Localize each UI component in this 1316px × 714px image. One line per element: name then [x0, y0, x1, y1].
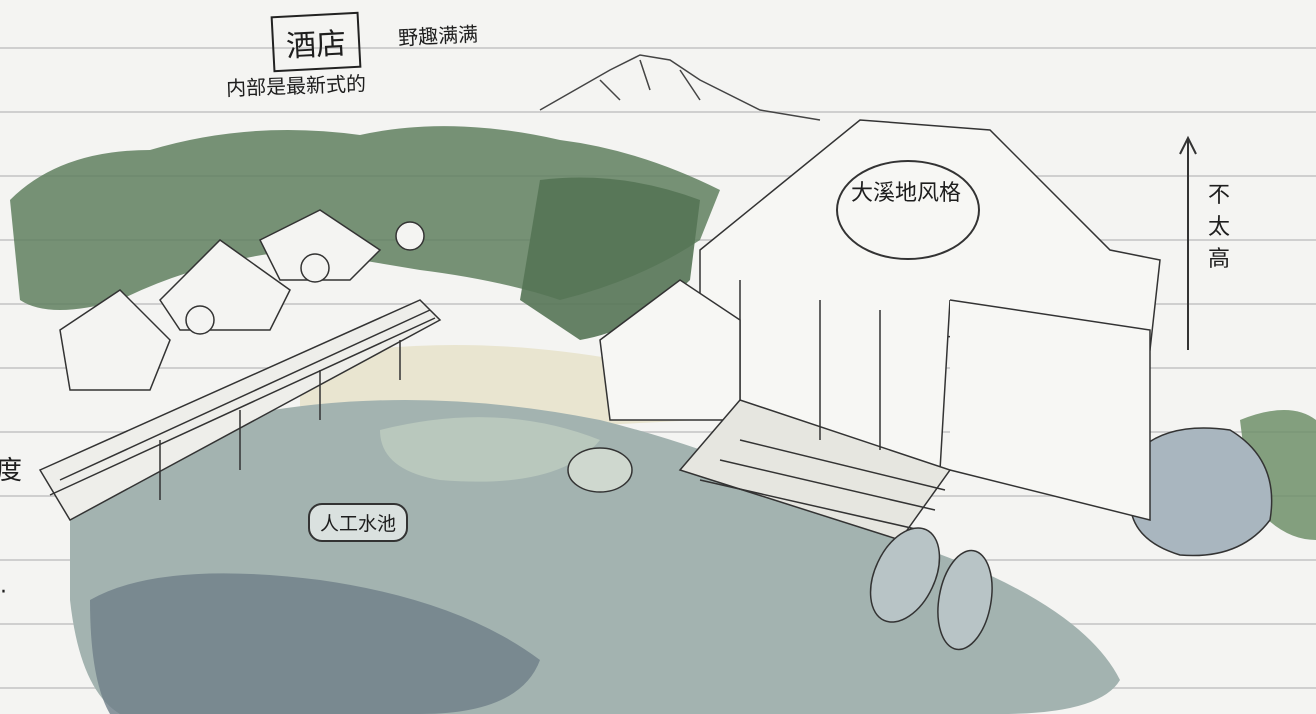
foliage: [10, 126, 1316, 540]
style-bubble: [836, 160, 980, 260]
pond: [70, 400, 1273, 714]
boardwalk: [38, 299, 442, 522]
height-note: 不太高: [1207, 183, 1230, 272]
edge-fragment-dot: ·: [0, 580, 7, 605]
style-bubble-text: 大溪地风格: [850, 181, 961, 206]
hotel-title-box: 酒店: [270, 11, 362, 73]
interior-note: 内部是最新式的: [225, 71, 367, 101]
edge-fragment-text: 度: [0, 456, 23, 486]
subtitle-note: 野趣满满: [397, 21, 479, 51]
pond-label: 人工水池: [308, 503, 409, 542]
mountain: [539, 54, 821, 121]
rock-figure: [567, 447, 633, 493]
small-huts: [59, 209, 425, 391]
boats: [869, 527, 993, 651]
height-arrow: [1179, 135, 1197, 350]
